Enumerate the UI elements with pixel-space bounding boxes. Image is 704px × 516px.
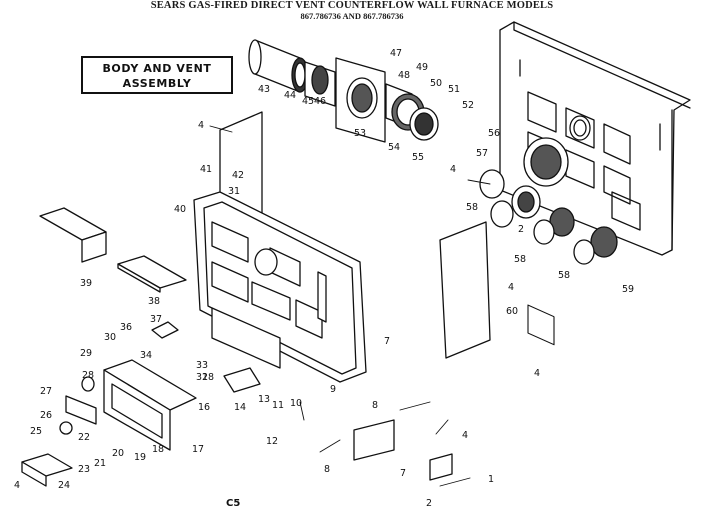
callout-12: 9 (330, 384, 336, 395)
callout-7e: 4 (14, 480, 20, 491)
callout-48: 46 (314, 96, 326, 107)
callout-35: 33 (196, 360, 208, 371)
callout-9: 7 (400, 468, 406, 479)
vent-pipe-assembly (248, 39, 439, 143)
bracket-40 (117, 255, 187, 293)
callout-10: 7 (384, 336, 390, 347)
callout-37: 31 (228, 186, 240, 197)
assembly-title-line2: ASSEMBLY (122, 77, 192, 90)
callout-31: 28 (82, 370, 94, 381)
leader-lines (209, 125, 491, 487)
callout-7: 4 (198, 120, 204, 131)
callout-16: 13 (258, 394, 270, 405)
callout-7c: 4 (508, 282, 514, 293)
main-body-panel (193, 191, 367, 383)
small-parts (21, 321, 453, 487)
callout-36: 34 (140, 350, 152, 361)
callout-19: 16 (198, 402, 210, 413)
callout-59: 57 (476, 148, 488, 159)
callout-44: 42 (232, 170, 244, 181)
callout-53: 51 (448, 84, 460, 95)
callout-20: 17 (192, 444, 204, 455)
callout-49: 47 (390, 48, 402, 59)
callout-21: 18 (152, 444, 164, 455)
diagram-header-title: SEARS GAS-FIRED DIRECT VENT COUNTERFLOW … (150, 0, 554, 11)
callout-4: 4 (462, 430, 468, 441)
callout-57: 55 (412, 152, 424, 163)
callout-60c: 58 (558, 270, 570, 281)
callout-39: 37 (150, 314, 162, 325)
callout-24: 21 (94, 458, 106, 469)
callout-22: 19 (134, 452, 146, 463)
callout-61: 59 (622, 284, 634, 295)
callout-7b: 4 (450, 164, 456, 175)
callout-1: 1 (488, 474, 494, 485)
callout-17: 14 (234, 402, 246, 413)
callout-7d: 4 (534, 368, 540, 379)
callout-23: 20 (112, 448, 124, 459)
callout-25: 22 (78, 432, 90, 443)
callout-62: 60 (506, 306, 518, 317)
side-panel-62 (439, 221, 491, 359)
callout-41: 39 (80, 278, 92, 289)
callout-47: 45 (302, 96, 314, 107)
callout-46: 44 (284, 90, 296, 101)
callout-52: 50 (430, 78, 442, 89)
callout-18: 18 (202, 372, 214, 383)
callout-45: 43 (258, 84, 270, 95)
callout-32: 29 (80, 348, 92, 359)
callout-8: 8 (324, 464, 330, 475)
assembly-title-box: BODY AND VENT ASSEMBLY (81, 56, 233, 94)
bracket-41 (39, 207, 107, 263)
diagram-header-models: 867.786736 AND 867.786736 (300, 11, 404, 21)
callout-28: 25 (30, 426, 42, 437)
callout-40: 38 (148, 296, 160, 307)
callout-51: 49 (416, 62, 428, 73)
callout-54: 52 (462, 100, 474, 111)
callout-27: 24 (58, 480, 70, 491)
callout-60: 58 (466, 202, 478, 213)
callout-55: 53 (354, 128, 366, 139)
burner-components (479, 137, 618, 265)
callout-60b: 58 (514, 254, 526, 265)
callout-2: 2 (426, 498, 432, 509)
callout-15: 12 (266, 436, 278, 447)
assembly-title-line1: BODY AND VENT (102, 62, 212, 75)
callout-13: 10 (290, 398, 302, 409)
control-plate (103, 359, 197, 451)
callout-58: 56 (488, 128, 500, 139)
callout-56: 54 (388, 142, 400, 153)
back-panel (499, 21, 691, 346)
callout-labels: 4 41 42 31 40 39 38 37 36 30 34 33 32 18… (14, 48, 634, 509)
callout-2b: 2 (518, 224, 524, 235)
callout-30: 27 (40, 386, 52, 397)
callout-29: 26 (40, 410, 52, 421)
callout-50: 48 (398, 70, 410, 81)
callout-14: 11 (272, 400, 284, 411)
callout-43: 41 (200, 164, 212, 175)
callout-38: 36 (120, 322, 132, 333)
figure-code: C5 (226, 498, 241, 509)
callout-26: 23 (78, 464, 90, 475)
callout-34: 32 (196, 372, 208, 383)
callout-42: 40 (174, 204, 186, 215)
callout-11: 8 (372, 400, 378, 411)
callout-33: 30 (104, 332, 116, 343)
